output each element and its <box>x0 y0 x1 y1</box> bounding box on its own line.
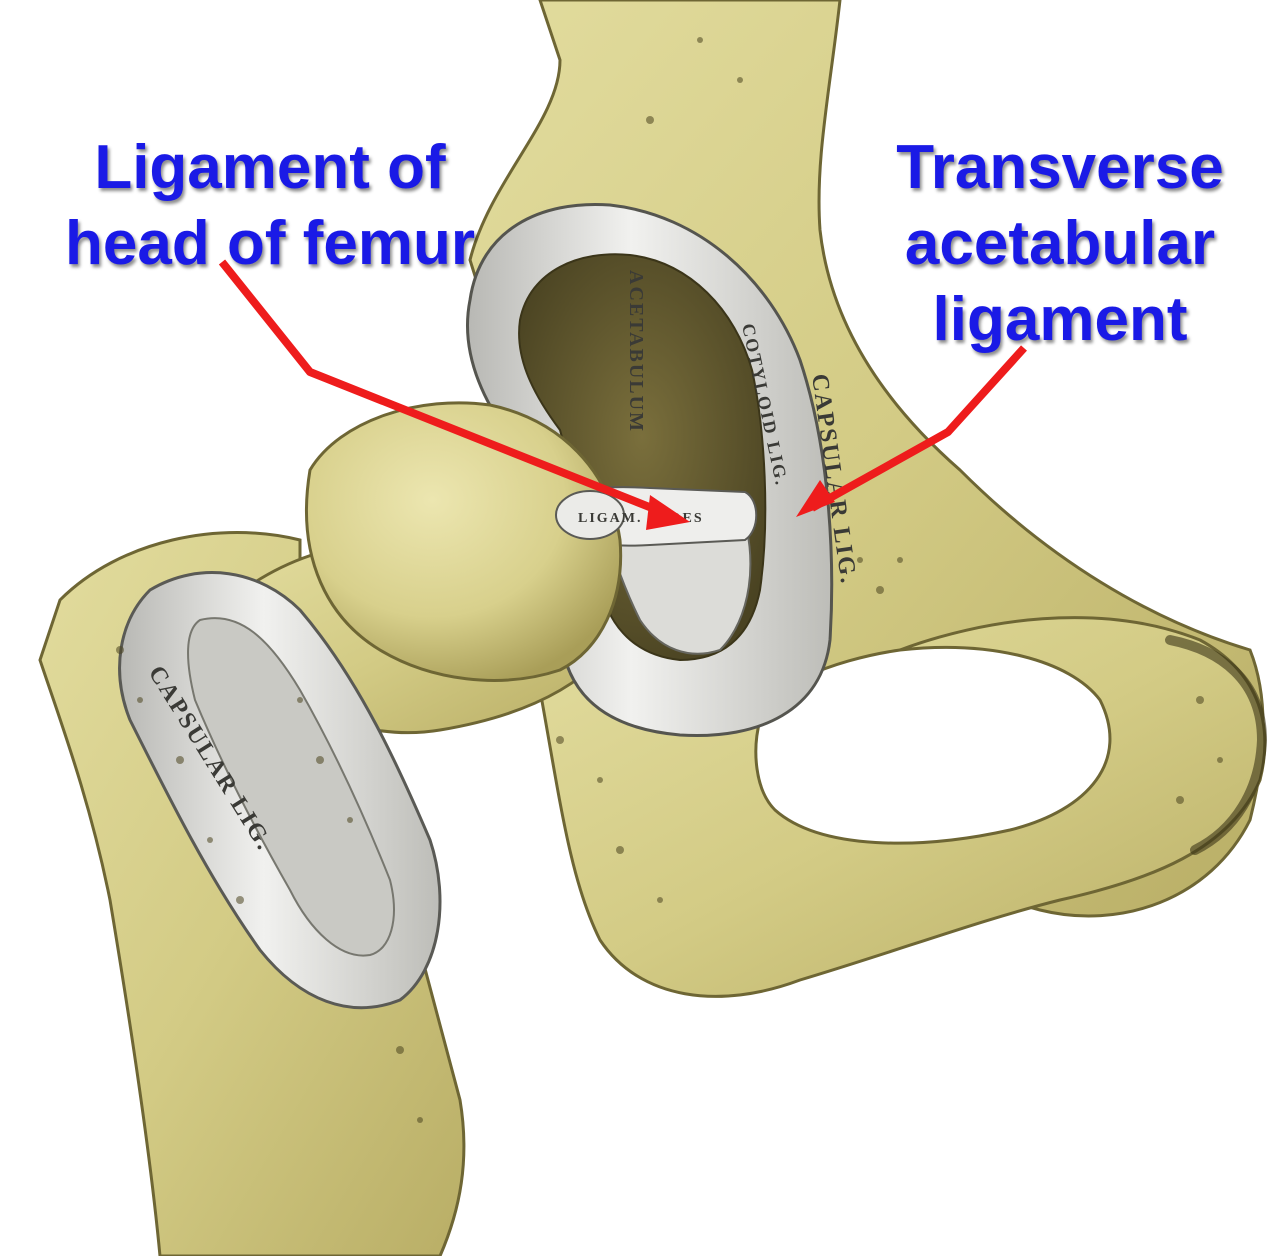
label-right-line-1: Transverse <box>870 130 1250 206</box>
label-left-line-1: Ligament of <box>40 130 500 206</box>
label-right-line-3: ligament <box>870 282 1250 358</box>
label-ligament-of-head-of-femur: Ligament of head of femur <box>40 130 500 282</box>
label-transverse-acetabular-ligament: Transverse acetabular ligament <box>870 130 1250 358</box>
engraved-ligam-teres: LIGAM. TERES <box>578 511 704 526</box>
label-right-line-2: acetabular <box>870 206 1250 282</box>
label-left-line-2: head of femur <box>40 206 500 282</box>
engraved-acetabulum: ACETABULUM <box>625 270 647 433</box>
